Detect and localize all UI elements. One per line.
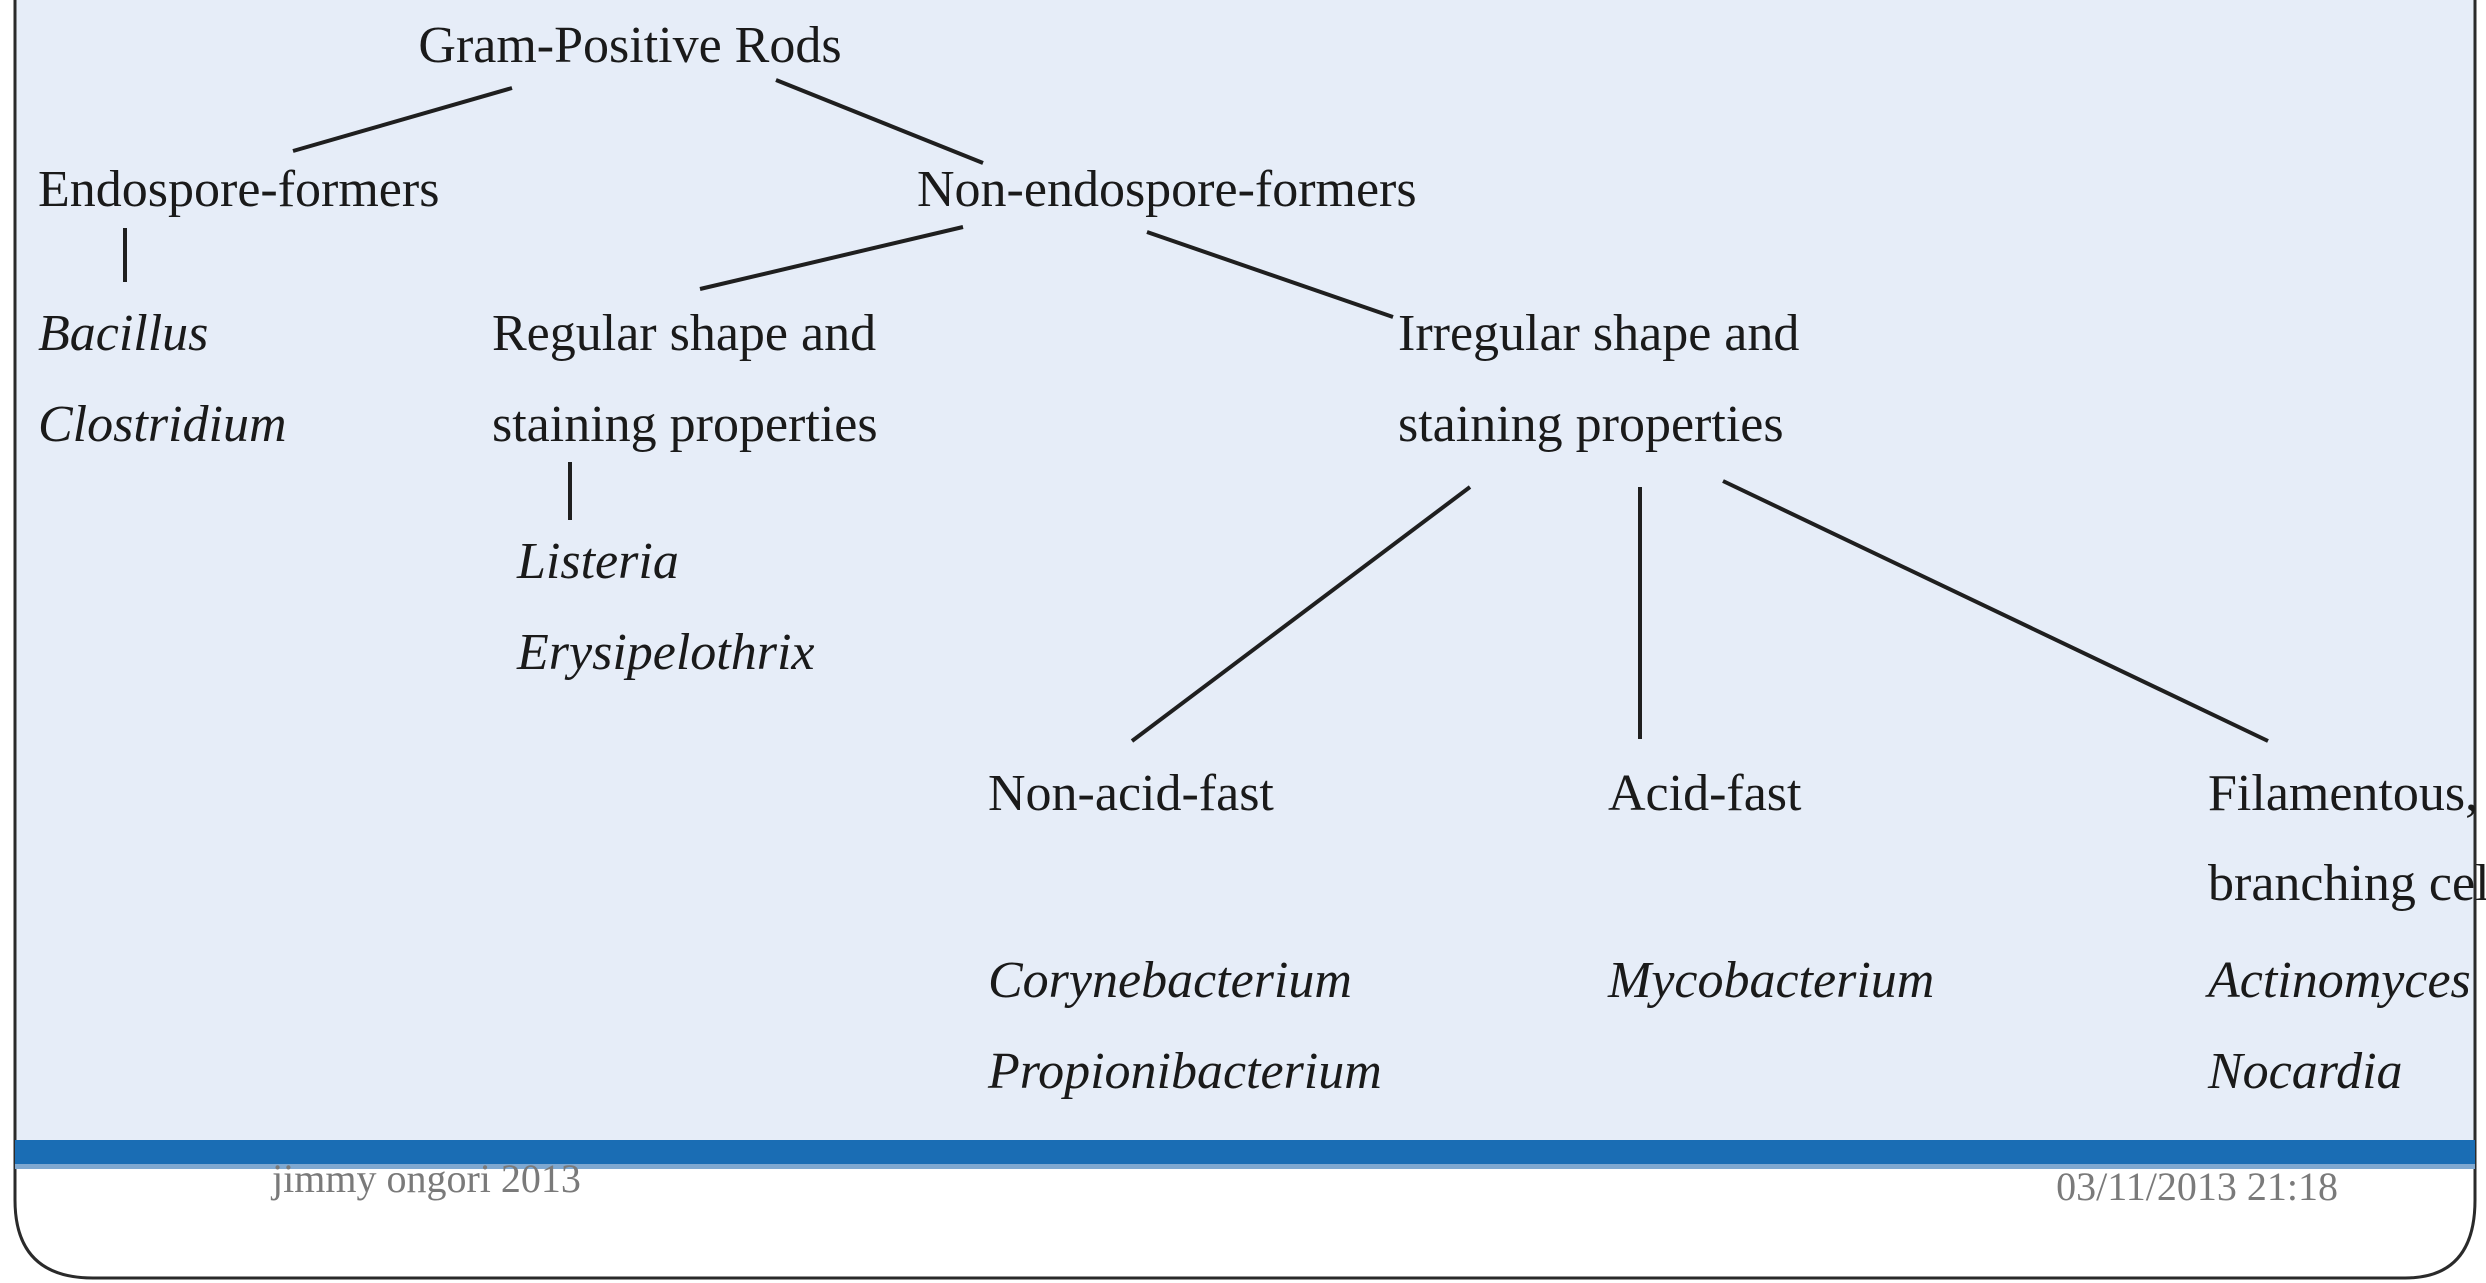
- node-filamentous-line2: branching cells: [2208, 855, 2486, 912]
- genus-corynebacterium: Corynebacterium: [988, 952, 1352, 1009]
- node-irregular-line2: staining properties: [1398, 396, 1784, 453]
- footer-bar-shadow: [15, 1164, 2475, 1169]
- node-acid-fast: Acid-fast: [1608, 765, 1802, 822]
- edge-root-endospore: [292, 86, 513, 153]
- slide-frame-outline: [13, 0, 2477, 1280]
- footer-author: jimmy ongori 2013: [270, 1156, 581, 1201]
- genus-clostridium: Clostridium: [38, 396, 287, 453]
- genus-mycobacterium: Mycobacterium: [1607, 952, 1934, 1009]
- genus-nocardia: Nocardia: [2207, 1043, 2403, 1100]
- connector-lines: [123, 78, 2269, 743]
- node-non-acid-fast: Non-acid-fast: [988, 765, 1274, 822]
- node-irregular-line1: Irregular shape and: [1398, 305, 1799, 362]
- footer-bar: [15, 1140, 2475, 1164]
- node-regular-line1: Regular shape and: [492, 305, 876, 362]
- node-filamentous-line1: Filamentous,: [2208, 765, 2478, 822]
- edge-irregular-nonacidfast: [1130, 485, 1472, 743]
- diagram-background: [15, 0, 2475, 1150]
- genus-actinomyces: Actinomyces: [2205, 952, 2471, 1009]
- edge-nonendo-regular: [699, 225, 964, 291]
- edge-irregular-filamentous: [1722, 479, 2269, 743]
- node-regular-line2: staining properties: [492, 396, 878, 453]
- edge-root-nonendospore: [775, 78, 984, 165]
- genus-listeria: Listeria: [516, 533, 679, 590]
- footer-date: 03/11/2013 21:18: [2056, 1164, 2338, 1209]
- genus-erysipelothrix: Erysipelothrix: [516, 624, 815, 681]
- genus-bacillus: Bacillus: [38, 305, 208, 362]
- node-endospore-formers: Endospore-formers: [38, 161, 439, 218]
- node-non-endospore-formers: Non-endospore-formers: [917, 161, 1417, 218]
- genus-propionibacterium: Propionibacterium: [987, 1043, 1382, 1100]
- edge-nonendo-irregular: [1146, 230, 1394, 319]
- node-root: Gram-Positive Rods: [418, 17, 841, 74]
